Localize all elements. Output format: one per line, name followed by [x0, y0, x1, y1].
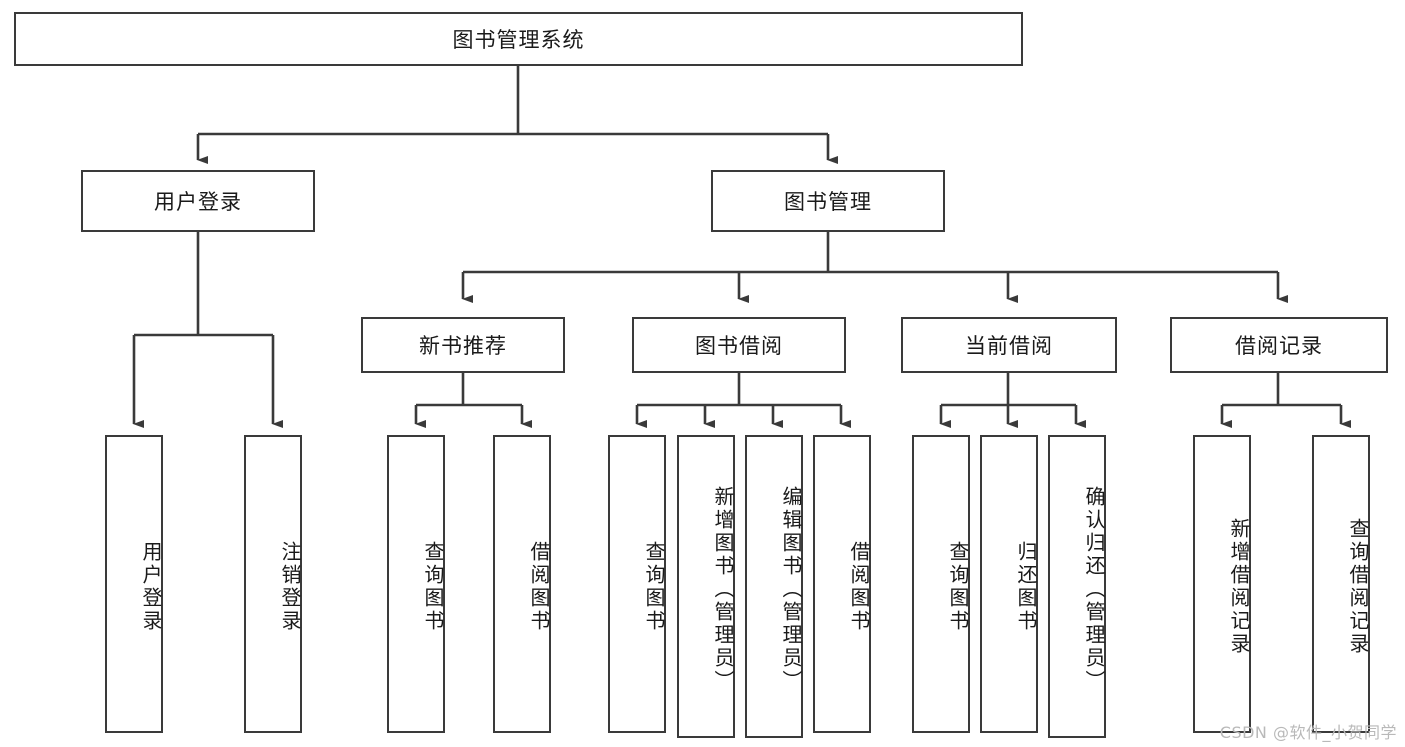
node-label: 用户登录: [154, 190, 242, 214]
leaf-query-borrow-record[interactable]: 查询借阅记录: [1312, 435, 1370, 733]
leaf-return-book[interactable]: 归还图书: [980, 435, 1038, 733]
leaf-query-book-current[interactable]: 查询图书: [912, 435, 970, 733]
node-label: 借阅图书: [527, 541, 551, 633]
leaf-confirm-return[interactable]: 确认归还（管理员）: [1048, 435, 1106, 738]
leaf-user-login[interactable]: 用户登录: [105, 435, 163, 733]
node-current-borrow[interactable]: 当前借阅: [901, 317, 1117, 373]
leaf-add-borrow-record[interactable]: 新增借阅记录: [1193, 435, 1251, 733]
leaf-add-book[interactable]: 新增图书（管理员）: [677, 435, 735, 738]
node-book-management[interactable]: 图书管理: [711, 170, 945, 232]
node-borrow-record[interactable]: 借阅记录: [1170, 317, 1388, 373]
node-label: 确认归还（管理员）: [1082, 486, 1106, 693]
node-label: 借阅图书: [847, 541, 871, 633]
leaf-borrow-book-recommend[interactable]: 借阅图书: [493, 435, 551, 733]
node-label: 查询图书: [946, 541, 970, 633]
node-label: 查询借阅记录: [1346, 518, 1370, 656]
node-label: 借阅记录: [1235, 334, 1323, 358]
node-label: 查询图书: [642, 541, 666, 633]
node-label: 用户登录: [139, 541, 163, 633]
node-label: 新增借阅记录: [1227, 518, 1251, 656]
node-new-book-recommend[interactable]: 新书推荐: [361, 317, 565, 373]
node-root-book-management-system[interactable]: 图书管理系统: [14, 12, 1023, 66]
node-label: 查询图书: [421, 541, 445, 633]
leaf-edit-book[interactable]: 编辑图书（管理员）: [745, 435, 803, 738]
node-label: 归还图书: [1014, 541, 1038, 633]
node-label: 注销登录: [278, 541, 302, 633]
node-label: 图书借阅: [695, 334, 783, 358]
node-label: 当前借阅: [965, 334, 1053, 358]
leaf-query-book-recommend[interactable]: 查询图书: [387, 435, 445, 733]
node-label: 新增图书（管理员）: [711, 486, 735, 693]
leaf-query-book-borrow[interactable]: 查询图书: [608, 435, 666, 733]
node-book-borrow[interactable]: 图书借阅: [632, 317, 846, 373]
csdn-watermark: CSDN @软件_小贺同学: [1219, 723, 1397, 742]
node-label: 图书管理系统: [452, 28, 585, 52]
leaf-logout-login[interactable]: 注销登录: [244, 435, 302, 733]
node-label: 图书管理: [784, 190, 872, 214]
node-label: 新书推荐: [419, 334, 507, 358]
leaf-borrow-book[interactable]: 借阅图书: [813, 435, 871, 733]
node-label: 编辑图书（管理员）: [779, 486, 803, 693]
node-user-login[interactable]: 用户登录: [81, 170, 315, 232]
